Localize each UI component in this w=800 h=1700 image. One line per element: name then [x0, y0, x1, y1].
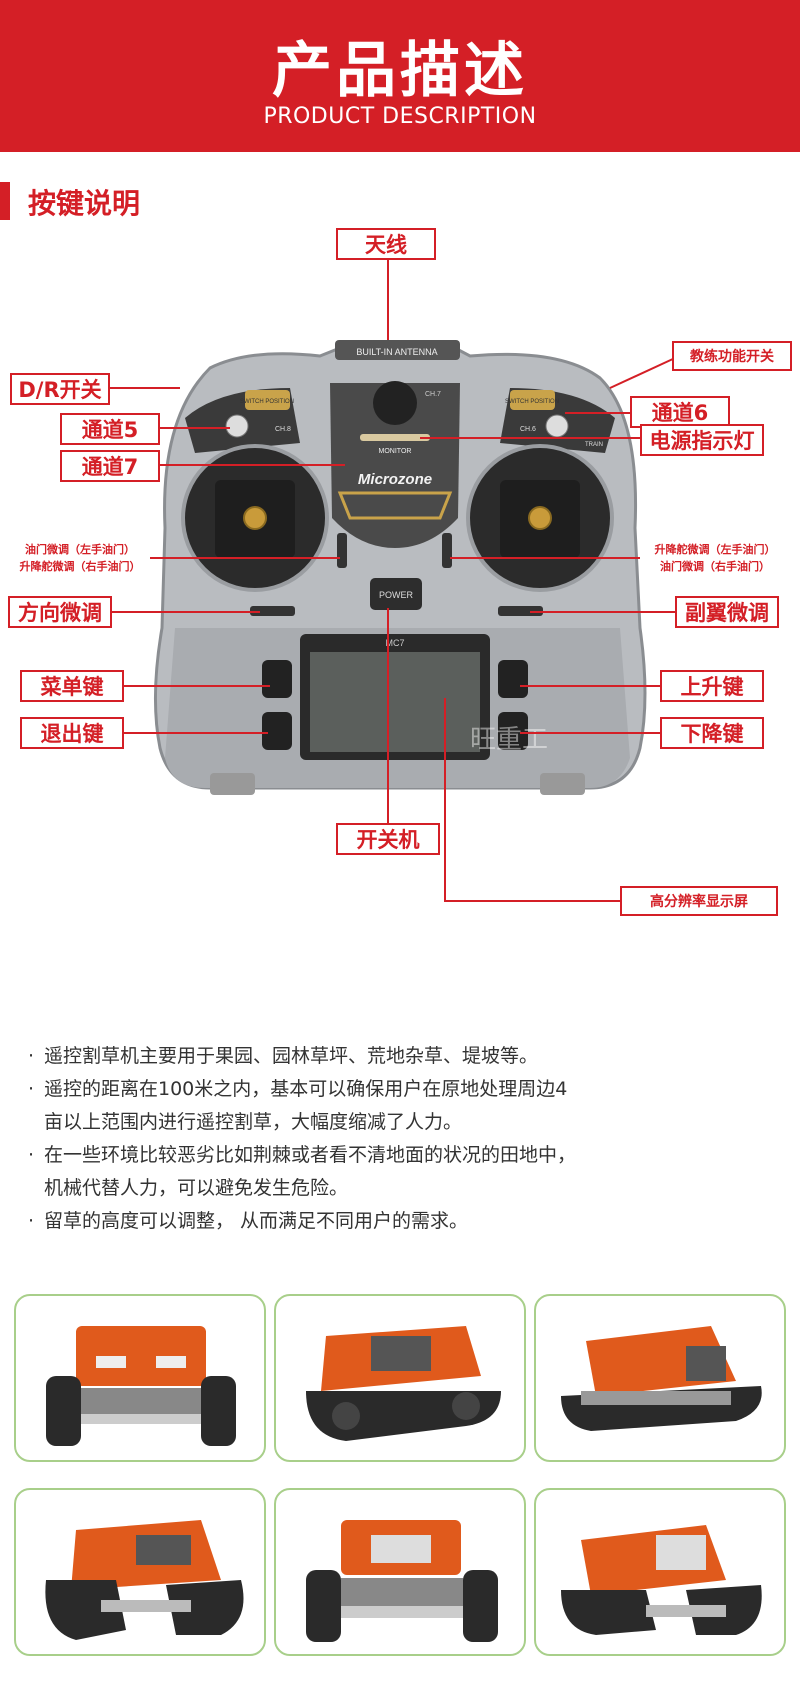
antenna-text: BUILT-IN ANTENNA [356, 347, 437, 357]
mower-image [46, 1326, 236, 1446]
label-hd-screen: 高分辨率显示屏 [620, 886, 778, 916]
lcd-screen [310, 652, 480, 752]
label-up-key: 上升键 [660, 670, 764, 702]
mower-image [561, 1525, 762, 1635]
right-switch-position-text: SWITCH POSITION [505, 399, 559, 405]
product-photo-1 [14, 1294, 266, 1462]
center-panel [330, 383, 460, 548]
header-subtitle: PRODUCT DESCRIPTION [263, 104, 537, 129]
label-right-trim-line1: 升降舵微调（左手油门） [654, 543, 776, 556]
bullet: · [27, 1144, 35, 1166]
note-item: · 遥控的距离在100米之内，基本可以确保用户在原地处理周边4 亩以上范围内进行遥… [18, 1073, 788, 1139]
note-text: 留草的高度可以调整， 从而满足不同用户的需求。 [44, 1210, 469, 1232]
remote-control-diagram: BUILT-IN ANTENNA SWITCH POSITION SWITCH … [0, 228, 800, 1008]
label-channel7: 通道7 [60, 450, 160, 482]
product-photo-6 [534, 1488, 786, 1656]
note-item: · 遥控割草机主要用于果园、园林草坪、荒地杂草、堤坡等。 [18, 1040, 788, 1073]
note-text: 遥控割草机主要用于果园、园林草坪、荒地杂草、堤坡等。 [44, 1045, 539, 1067]
menu-key-button [262, 660, 292, 698]
label-right-trim-line2: 油门微调（右手油门） [660, 560, 770, 573]
center-panel-trim [337, 491, 453, 520]
bullet: · [27, 1210, 35, 1232]
left-switch-badge [245, 390, 290, 410]
label-exit-key: 退出键 [20, 717, 124, 749]
right-vertical-trim [442, 533, 452, 568]
label-right-trim: 升降舵微调（左手油门） 油门微调（右手油门） [640, 540, 790, 576]
note-item: · 留草的高度可以调整， 从而满足不同用户的需求。 [18, 1205, 788, 1238]
product-photo-4 [14, 1488, 266, 1656]
bullet: · [27, 1078, 35, 1100]
product-gallery [0, 1294, 800, 1694]
product-photo-3 [534, 1294, 786, 1462]
mower-image [45, 1520, 244, 1640]
ch5-switch [225, 414, 249, 438]
mower-image [306, 1326, 501, 1441]
label-left-trim-line1: 油门微调（左手油门） [25, 543, 135, 556]
label-channel6: 通道6 [630, 396, 730, 428]
left-horizontal-trim [250, 606, 295, 616]
left-vertical-trim [337, 533, 347, 568]
label-down-key: 下降键 [660, 717, 764, 749]
ch6-switch [545, 414, 569, 438]
ch8-text: CH.8 [275, 426, 291, 433]
ch7-knob [373, 381, 417, 425]
label-left-trim: 油门微调（左手油门） 升降舵微调（右手油门） [10, 540, 150, 576]
header-title: 产品描述 [272, 36, 528, 106]
antenna-housing [335, 340, 460, 360]
label-aileron-trim: 副翼微调 [675, 596, 779, 628]
label-menu-key: 菜单键 [20, 670, 124, 702]
note-text: 遥控的距离在100米之内，基本可以确保用户在原地处理周边4 亩以上范围内进行遥控… [44, 1078, 568, 1133]
label-antenna: 天线 [336, 228, 436, 260]
callout-lines [110, 258, 676, 902]
section-label: 按键说明 [28, 187, 141, 220]
label-power-indicator: 电源指示灯 [640, 424, 764, 456]
left-foot [210, 773, 255, 795]
label-rudder-trim: 方向微调 [8, 596, 112, 628]
right-stick [528, 506, 552, 530]
ch7-text: CH.7 [425, 391, 441, 398]
feature-notes: · 遥控割草机主要用于果园、园林草坪、荒地杂草、堤坡等。 · 遥控的距离在100米之… [18, 1040, 788, 1238]
trainer-line [609, 357, 676, 389]
left-switch-position-text: SWITCH POSITION [240, 399, 294, 405]
right-switch-badge [510, 390, 555, 410]
page-header: 产品描述 PRODUCT DESCRIPTION [0, 0, 800, 152]
power-indicator-led [360, 434, 430, 441]
ch6-text: CH.6 [520, 426, 536, 433]
model-text: MC7 [385, 638, 404, 648]
product-photo-5 [274, 1488, 526, 1656]
left-stick [243, 506, 267, 530]
remote-control-illustration: BUILT-IN ANTENNA SWITCH POSITION SWITCH … [110, 258, 676, 902]
monitor-text: MONITOR [379, 448, 412, 455]
power-text: POWER [379, 590, 414, 600]
right-horizontal-trim [498, 606, 543, 616]
note-text: 在一些环境比较恶劣比如荆棘或者看不清地面的状况的田地中， 机械代替人力，可以避免… [44, 1144, 577, 1199]
brand-logo: Microzone [358, 471, 432, 488]
label-trainer-switch: 教练功能开关 [672, 341, 792, 371]
label-dr-switch: D/R开关 [10, 373, 110, 405]
exit-key-button [262, 712, 292, 750]
power-button [370, 578, 422, 610]
watermark: 旺重工 [470, 725, 548, 755]
product-photo-2 [274, 1294, 526, 1462]
up-key-button [498, 660, 528, 698]
section-accent-bar [0, 182, 10, 220]
train-text: TRAIN [585, 442, 603, 448]
label-power-switch: 开关机 [336, 823, 440, 855]
note-item: · 在一些环境比较恶劣比如荆棘或者看不清地面的状况的田地中， 机械代替人力，可以避… [18, 1139, 788, 1205]
bullet: · [27, 1045, 35, 1067]
down-key-button [498, 712, 528, 750]
label-channel5: 通道5 [60, 413, 160, 445]
mower-image [561, 1326, 762, 1431]
mower-image [306, 1520, 498, 1642]
screen-line [444, 698, 620, 902]
label-left-trim-line2: 升降舵微调（右手油门） [19, 560, 141, 573]
right-foot [540, 773, 585, 795]
